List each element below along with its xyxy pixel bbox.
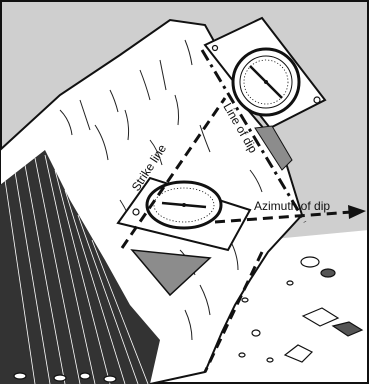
- azimuth-of-dip-label: Azimuth of dip: [254, 199, 330, 213]
